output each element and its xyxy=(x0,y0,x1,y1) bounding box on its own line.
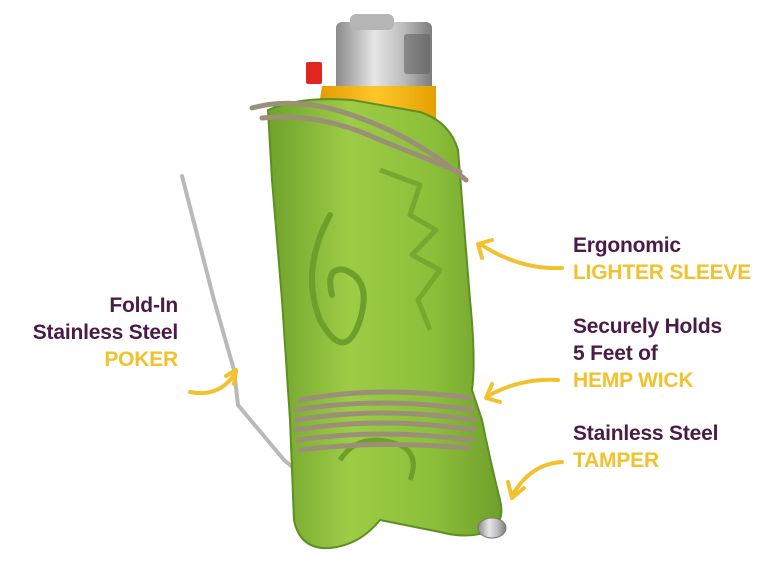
sleeve-label-accent: LIGHTER SLEEVE xyxy=(573,261,752,284)
wick-label: Securely Holds 5 Feet of HEMP WICK xyxy=(573,313,722,394)
arrow-to-sleeve xyxy=(476,238,564,271)
arrow-to-wick xyxy=(484,377,560,404)
sleeve-label: Ergonomic LIGHTER SLEEVE xyxy=(573,232,751,286)
arrow-to-tamper xyxy=(506,460,564,500)
sleeve-label-line1: Ergonomic xyxy=(573,234,681,257)
tamper-label-line1: Stainless Steel xyxy=(573,422,719,445)
poker-wire xyxy=(180,174,298,472)
hemp-wick xyxy=(249,100,477,453)
tamper-label-accent: TAMPER xyxy=(573,449,659,472)
poker-label-accent: POKER xyxy=(104,348,178,371)
poker-label-line1: Fold-In xyxy=(109,294,178,317)
arrow-to-poker xyxy=(188,368,238,395)
tamper-label: Stainless Steel TAMPER xyxy=(573,420,718,474)
poker-label: Fold-In Stainless Steel POKER xyxy=(33,292,178,373)
wick-label-line2: 5 Feet of xyxy=(573,342,658,365)
wick-label-accent: HEMP WICK xyxy=(573,369,694,392)
sleeve-body xyxy=(266,98,507,550)
wick-label-line1: Securely Holds xyxy=(573,315,722,338)
poker-label-line2: Stainless Steel xyxy=(32,321,178,344)
